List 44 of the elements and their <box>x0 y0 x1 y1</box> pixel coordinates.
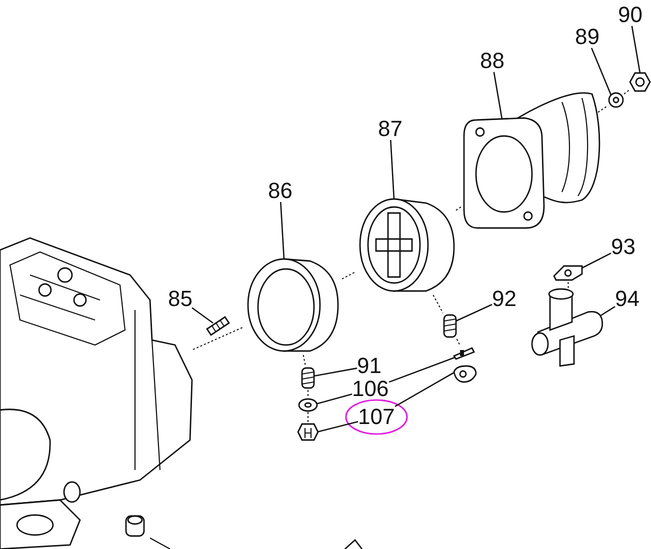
nut-drawing <box>297 422 319 442</box>
leader-line <box>314 368 358 377</box>
leader-line <box>456 304 492 322</box>
callout-number: 107 <box>358 406 395 428</box>
leader-line <box>582 252 612 269</box>
leader-line <box>316 393 352 405</box>
leader-line <box>388 356 456 383</box>
leader-line <box>280 202 285 260</box>
leader-line <box>390 140 395 200</box>
callout-number: 92 <box>492 288 516 310</box>
callout-number: 86 <box>268 180 292 202</box>
center-line <box>432 294 444 314</box>
center-line <box>456 206 462 211</box>
callout-number: 87 <box>378 118 402 140</box>
callout-number: 90 <box>618 4 642 26</box>
callout-number: 91 <box>357 355 382 377</box>
callout-number: 85 <box>168 288 192 310</box>
fuel-pump-drawing <box>0 236 193 549</box>
center-line <box>302 354 306 366</box>
spring-drawing <box>300 366 316 390</box>
callout-number: 88 <box>480 50 504 72</box>
leader-line <box>600 306 616 317</box>
center-line <box>568 282 569 288</box>
center-line <box>192 326 244 350</box>
leader-line <box>493 72 503 120</box>
clip-drawing <box>452 346 476 360</box>
leader-line <box>590 48 612 96</box>
center-line <box>456 338 461 346</box>
callout-number: 89 <box>575 26 600 48</box>
center-line <box>624 89 630 94</box>
stud-drawing <box>205 313 231 337</box>
nut-drawing <box>630 72 650 92</box>
leader-line <box>316 421 358 433</box>
center-line <box>342 271 356 280</box>
callout-number: 106 <box>352 378 389 400</box>
leader-line <box>631 26 641 74</box>
washer-drawing <box>608 92 624 108</box>
washer-drawing <box>298 398 318 412</box>
cap-drawing <box>452 364 478 384</box>
callout-number: 93 <box>611 236 636 258</box>
center-line <box>598 105 608 113</box>
leader-line <box>394 371 456 407</box>
callout-number: 94 <box>615 288 640 310</box>
leader-line <box>192 307 214 324</box>
